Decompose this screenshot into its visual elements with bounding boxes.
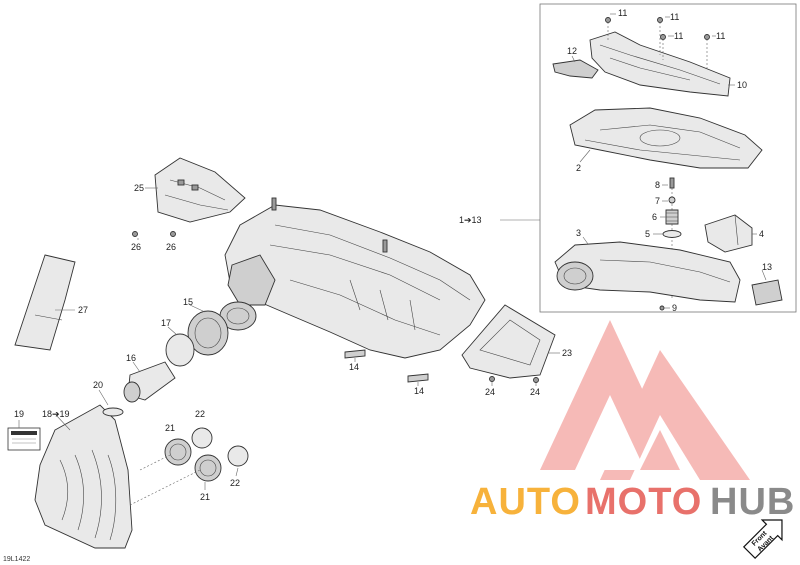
callout-label: 14 — [349, 362, 359, 372]
watermark-hub: HUB — [710, 481, 795, 523]
callout-label: 15 — [183, 297, 193, 307]
part-20-seal-ring — [102, 407, 124, 417]
callout-label: 22 — [230, 478, 240, 488]
callout-label: 27 — [78, 305, 88, 315]
callout-label: 7 — [655, 196, 660, 206]
part-21-coupler-lower — [194, 454, 222, 482]
callout-label: 14 — [414, 386, 424, 396]
detail-inset-frame — [539, 3, 797, 313]
callout-label: 2 — [576, 163, 581, 173]
watermark-logo-icon — [540, 320, 750, 480]
part-22-clamp-lower — [227, 445, 249, 467]
callout-label: 20 — [93, 380, 103, 390]
part-4-filter — [704, 214, 753, 253]
callout-label: 17 — [161, 318, 171, 328]
part-14-bracket-a — [344, 349, 366, 359]
part-2-housing-top — [569, 107, 763, 169]
callout-label: 25 — [134, 183, 144, 193]
callout-label: 21 — [200, 492, 210, 502]
screws-11 — [605, 17, 710, 70]
callout-label: 1➔13 — [459, 215, 482, 225]
part-15-coupler — [187, 310, 229, 356]
callout-labels: 11 11 11 11 12 10 2 8 7 6 5 4 3 13 9 1➔1… — [14, 8, 772, 502]
callout-label: 8 — [655, 180, 660, 190]
part-18-lower-housing — [34, 404, 133, 549]
part-10-upper-cover — [589, 31, 731, 97]
part-17-clamp — [165, 333, 195, 367]
part-27-foam-pad — [14, 254, 76, 351]
part-23-bracket-frame — [461, 304, 556, 379]
callout-label: 24 — [485, 387, 495, 397]
leader-lines — [18, 13, 767, 490]
watermark-text: AUTO MOTO HUB — [470, 481, 795, 523]
callout-label: 24 — [530, 387, 540, 397]
callout-label: 26 — [166, 242, 176, 252]
callout-label: 26 — [131, 242, 141, 252]
part-19-warning-label — [7, 427, 41, 451]
callout-label: 21 — [165, 423, 175, 433]
part-16-inlet-tube — [123, 361, 176, 403]
watermark-auto: AUTO — [470, 481, 581, 523]
parts-5-8-valve-stack — [662, 177, 682, 300]
callout-label: 11 — [674, 31, 683, 41]
part-1-airbox-assembly — [219, 197, 486, 359]
callout-label: 3 — [576, 228, 581, 238]
part-12-gasket — [552, 59, 599, 79]
callout-label: 13 — [762, 262, 772, 272]
callout-label: 11 — [716, 31, 725, 41]
callout-label: 11 — [618, 8, 627, 18]
callout-label: 5 — [645, 229, 650, 239]
part-22-clamp-upper — [191, 427, 213, 449]
callout-label: 4 — [759, 229, 764, 239]
part-21-coupler-upper — [164, 438, 192, 466]
callout-label: 9 — [672, 303, 677, 313]
part-14-bracket-b — [407, 373, 429, 383]
callout-label: 12 — [567, 46, 577, 56]
callout-label: 10 — [737, 80, 747, 90]
callout-label: 19 — [14, 409, 24, 419]
part-13-pad — [751, 279, 783, 306]
callout-label: 22 — [195, 409, 205, 419]
drawing-code: 19L1422 — [3, 556, 30, 563]
callout-label: 11 — [670, 12, 679, 22]
part-3-housing-lower — [554, 241, 741, 303]
callout-label: 6 — [652, 212, 657, 222]
watermark-moto: MOTO — [585, 481, 702, 523]
callout-label: 23 — [562, 348, 572, 358]
callout-label: 18➔19 — [42, 409, 70, 419]
callout-label: 16 — [126, 353, 136, 363]
part-25-cover — [154, 157, 246, 223]
